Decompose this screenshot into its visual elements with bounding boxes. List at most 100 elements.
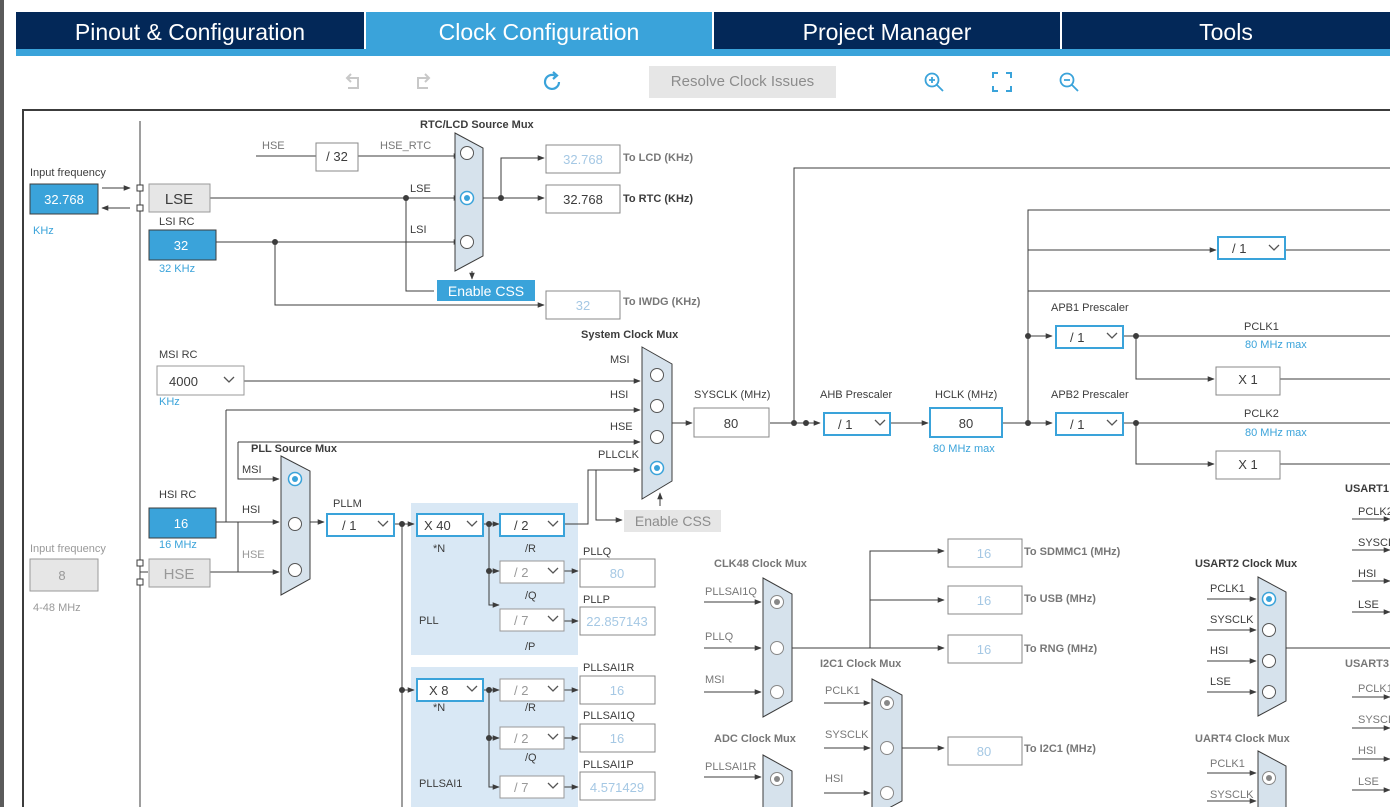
to-sdmmc1-label: To SDMMC1 (MHz) [1024, 546, 1121, 558]
lse-unit: KHz [33, 225, 54, 237]
enable-css-button-1[interactable]: Enable CSS [448, 283, 524, 299]
i2c1-pclk1: PCLK1 [825, 685, 860, 697]
msi-rc-label: MSI RC [159, 349, 198, 361]
hse-box: HSE [164, 566, 195, 583]
pll-p-dropdown[interactable]: / 7 [514, 613, 528, 628]
pllsai1r-value: 16 [610, 683, 624, 698]
apb2-prescaler-dropdown[interactable]: / 1 [1070, 417, 1084, 432]
lcd-value: 32.768 [563, 152, 603, 167]
hse-rtc-label: HSE_RTC [380, 140, 431, 152]
usb-value: 16 [977, 593, 991, 608]
pllsai1-label: PLLSAI1 [419, 778, 462, 790]
pllm-dropdown[interactable]: / 1 [342, 518, 356, 533]
apb2-prescaler-label: APB2 Prescaler [1051, 389, 1129, 401]
usart1-pclk2: PCLK2 [1358, 506, 1390, 518]
pll-label: PLL [419, 615, 439, 627]
clock-diagram-canvas: Input frequency 32.768 KHz LSE LSI RC 32… [22, 109, 1390, 807]
hclk-label: HCLK (MHz) [935, 389, 997, 401]
pclk1-max: 80 MHz max [1245, 339, 1307, 351]
rtc-mux-lse: LSE [410, 183, 431, 195]
ahb-prescaler-dropdown[interactable]: / 1 [838, 417, 852, 432]
pll-n-dropdown[interactable]: X 40 [424, 518, 451, 533]
enable-css-button-2[interactable]: Enable CSS [635, 513, 711, 529]
pclk2-label: PCLK2 [1244, 408, 1279, 420]
lsi-value: 32 [174, 238, 188, 253]
sys-mux-pllclk: PLLCLK [598, 449, 640, 461]
ahb-prescaler-label: AHB Prescaler [820, 389, 892, 401]
pllsai1-r-dropdown[interactable]: / 2 [514, 683, 528, 698]
blue-dropdowns[interactable] [326, 236, 1286, 702]
usart2-sysclk: SYSCLK [1210, 614, 1254, 626]
msi-unit: KHz [159, 396, 180, 408]
apb1-prescaler-dropdown[interactable]: / 1 [1070, 330, 1084, 345]
pllm-label: PLLM [333, 498, 362, 510]
pllsai1-n-dropdown[interactable]: X 8 [429, 683, 449, 698]
sys-mux-hsi: HSI [610, 389, 628, 401]
tab-clock-configuration[interactable]: Clock Configuration [366, 12, 712, 49]
sysclk-value[interactable]: 80 [724, 416, 738, 431]
usart3-mux-title: USART3 C [1345, 658, 1390, 670]
hse-top-label: HSE [262, 140, 285, 152]
msi-dropdown-value[interactable]: 4000 [169, 374, 198, 389]
pllsai1-q-label: /Q [525, 752, 537, 764]
usart1-mux-title: USART1 C [1345, 483, 1390, 495]
pllsai1-r-label: /R [525, 702, 536, 714]
redo-icon[interactable] [410, 70, 434, 94]
undo-icon[interactable] [342, 70, 366, 94]
hclk-value[interactable]: 80 [959, 416, 973, 431]
uart4-pclk1: PCLK1 [1210, 758, 1245, 770]
hsi-rc-label: HSI RC [159, 489, 196, 501]
pll-q-label: /Q [525, 590, 537, 602]
apb1-prescaler-label: APB1 Prescaler [1051, 302, 1129, 314]
adc-pllsai1r: PLLSAI1R [705, 761, 756, 773]
pllsai1-q-dropdown[interactable]: / 2 [514, 731, 528, 746]
pclk1-label: PCLK1 [1244, 321, 1279, 333]
uart4-sysclk: SYSCLK [1210, 789, 1254, 801]
to-rng-label: To RNG (MHz) [1024, 643, 1097, 655]
top-divider-dropdown[interactable]: / 1 [1232, 241, 1246, 256]
pll-q-dropdown[interactable]: / 2 [514, 565, 528, 580]
zoom-out-icon[interactable] [1057, 70, 1081, 94]
rng-value: 16 [977, 642, 991, 657]
uart4-mux-title: UART4 Clock Mux [1195, 733, 1291, 745]
tab-tools[interactable]: Tools [1062, 12, 1390, 49]
pll-mux-hse: HSE [242, 549, 265, 561]
resolve-clock-issues-button[interactable]: Resolve Clock Issues [649, 66, 836, 98]
lse-input-value[interactable]: 32.768 [44, 192, 84, 207]
filled-boxes [29, 183, 535, 539]
mux-radios[interactable] [287, 146, 1277, 800]
pll-source-mux-title: PLL Source Mux [251, 443, 338, 455]
clk48-pllsai1q: PLLSAI1Q [705, 586, 757, 598]
pllsai1-p-dropdown[interactable]: / 7 [514, 780, 528, 795]
pll-mux-hsi: HSI [242, 504, 260, 516]
refresh-icon[interactable] [540, 70, 564, 94]
hsi-value: 16 [174, 516, 188, 531]
pll-mux-msi: MSI [242, 464, 262, 476]
clk48-msi: MSI [705, 674, 725, 686]
window-left-frame [0, 0, 4, 807]
i2c1-hsi: HSI [825, 773, 843, 785]
pll-n-label: *N [433, 543, 445, 555]
fit-screen-icon[interactable] [990, 70, 1014, 94]
clk48-mux-title: CLK48 Clock Mux [714, 558, 808, 570]
i2c1-value: 80 [977, 744, 991, 759]
adc-mux-title: ADC Clock Mux [714, 733, 797, 745]
i2c1-mux-title: I2C1 Clock Mux [820, 658, 902, 670]
zoom-in-icon[interactable] [922, 70, 946, 94]
usart3-hsi: HSI [1358, 745, 1376, 757]
to-usb-label: To USB (MHz) [1024, 593, 1096, 605]
div32-box: / 32 [326, 149, 348, 164]
tab-pinout-configuration[interactable]: Pinout & Configuration [16, 12, 364, 49]
tab-project-manager[interactable]: Project Manager [714, 12, 1060, 49]
to-lcd-label: To LCD (KHz) [623, 152, 693, 164]
hse-input-value[interactable]: 8 [58, 568, 65, 583]
usart2-hsi: HSI [1210, 645, 1228, 657]
input-frequency-label-2: Input frequency [30, 543, 106, 555]
usart2-mux-title: USART2 Clock Mux [1195, 558, 1298, 570]
x1-multiplier-2: X 1 [1238, 457, 1258, 472]
main-tabs: Pinout & Configuration Clock Configurati… [16, 12, 1390, 57]
pll-r-dropdown[interactable]: / 2 [514, 518, 528, 533]
grey-dropdowns[interactable] [156, 365, 565, 799]
grey-boxes [29, 183, 721, 592]
pll-p-label: /P [525, 641, 535, 653]
